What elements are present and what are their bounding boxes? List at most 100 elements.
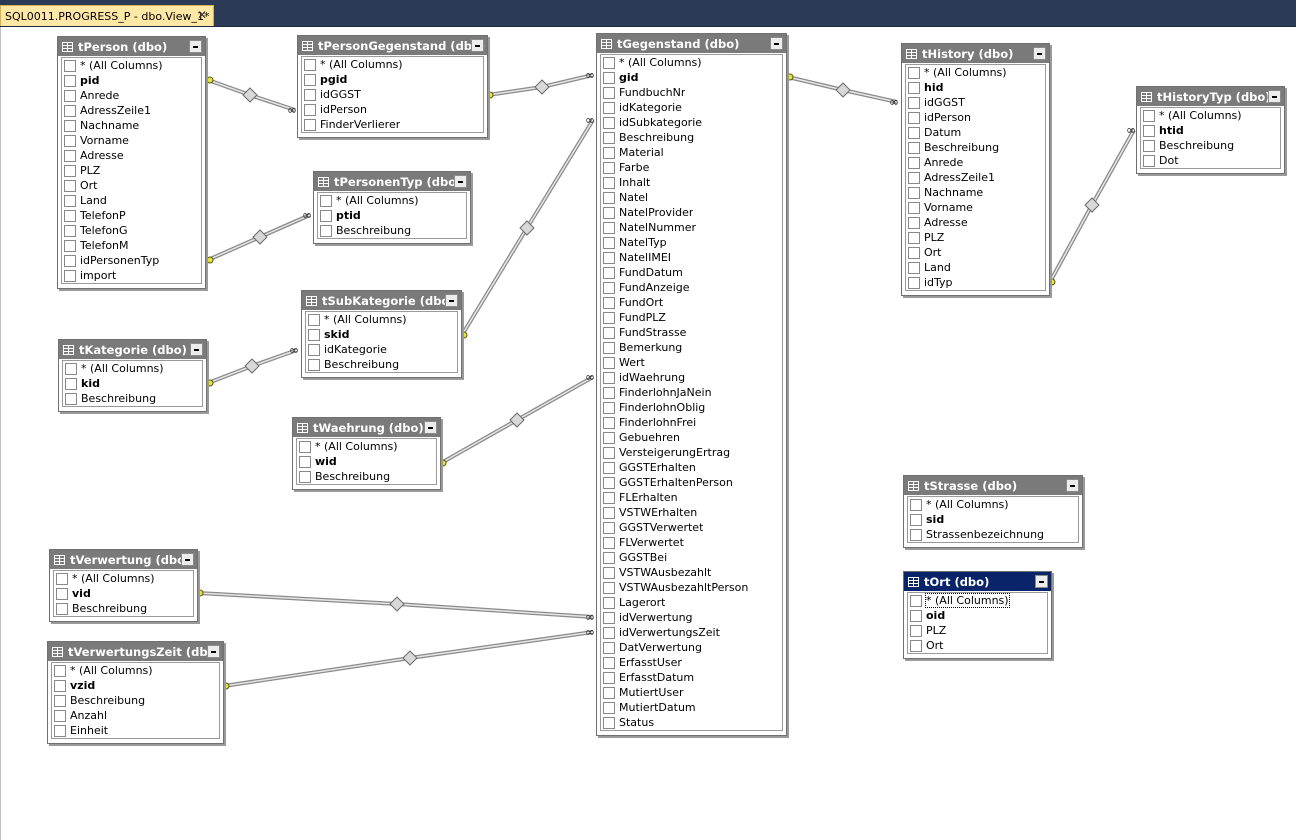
table-header[interactable]: tVerwertung (dbo)	[50, 550, 197, 569]
column-row[interactable]: Strassenbezeichnung	[908, 527, 1078, 542]
column-checkbox[interactable]	[64, 239, 76, 252]
column-checkbox[interactable]	[299, 440, 311, 453]
column-row[interactable]: hid	[906, 80, 1045, 95]
column-checkbox[interactable]	[910, 498, 922, 511]
table-header[interactable]: tPersonenTyp (dbo)	[314, 172, 470, 191]
column-row[interactable]: FinderVerlierer	[302, 117, 483, 132]
column-checkbox[interactable]	[603, 401, 615, 414]
column-checkbox[interactable]	[603, 191, 615, 204]
column-checkbox[interactable]	[320, 194, 332, 207]
column-checkbox[interactable]	[64, 149, 76, 162]
column-checkbox[interactable]	[603, 551, 615, 564]
column-checkbox[interactable]	[908, 171, 920, 184]
column-row[interactable]: GGSTErhalten	[601, 460, 782, 475]
column-row[interactable]: sid	[908, 512, 1078, 527]
column-row[interactable]: * (All Columns)	[297, 439, 436, 454]
column-checkbox[interactable]	[308, 328, 320, 341]
column-checkbox[interactable]	[64, 194, 76, 207]
column-row[interactable]: wid	[297, 454, 436, 469]
column-checkbox[interactable]	[64, 179, 76, 192]
column-checkbox[interactable]	[603, 131, 615, 144]
column-checkbox[interactable]	[65, 362, 77, 375]
column-row[interactable]: FLErhalten	[601, 490, 782, 505]
column-checkbox[interactable]	[1143, 139, 1155, 152]
column-checkbox[interactable]	[908, 141, 920, 154]
column-checkbox[interactable]	[308, 343, 320, 356]
column-row[interactable]: Nachname	[62, 118, 201, 133]
column-row[interactable]: idGGST	[906, 95, 1045, 110]
column-checkbox[interactable]	[54, 724, 66, 737]
column-checkbox[interactable]	[908, 186, 920, 199]
column-checkbox[interactable]	[603, 341, 615, 354]
column-checkbox[interactable]	[910, 624, 922, 637]
column-row[interactable]: Inhalt	[601, 175, 782, 190]
column-checkbox[interactable]	[603, 146, 615, 159]
column-checkbox[interactable]	[64, 104, 76, 117]
column-checkbox[interactable]	[603, 641, 615, 654]
column-checkbox[interactable]	[603, 311, 615, 324]
column-row[interactable]: Nachname	[906, 185, 1045, 200]
column-row[interactable]: TelefonG	[62, 223, 201, 238]
column-checkbox[interactable]	[304, 103, 316, 116]
column-checkbox[interactable]	[603, 221, 615, 234]
column-row[interactable]: TelefonP	[62, 208, 201, 223]
column-checkbox[interactable]	[603, 326, 615, 339]
column-checkbox[interactable]	[54, 694, 66, 707]
column-checkbox[interactable]	[908, 261, 920, 274]
column-row[interactable]: idSubkategorie	[601, 115, 782, 130]
column-checkbox[interactable]	[603, 56, 615, 69]
column-checkbox[interactable]	[603, 161, 615, 174]
column-checkbox[interactable]	[908, 81, 920, 94]
column-checkbox[interactable]	[603, 566, 615, 579]
column-checkbox[interactable]	[603, 701, 615, 714]
column-row[interactable]: Dot	[1141, 153, 1280, 168]
column-checkbox[interactable]	[64, 134, 76, 147]
column-row[interactable]: FundAnzeige	[601, 280, 782, 295]
column-checkbox[interactable]	[908, 96, 920, 109]
column-checkbox[interactable]	[320, 209, 332, 222]
column-row[interactable]: idWaehrung	[601, 370, 782, 385]
column-row[interactable]: Bemerkung	[601, 340, 782, 355]
column-row[interactable]: Beschreibung	[297, 469, 436, 484]
column-checkbox[interactable]	[603, 236, 615, 249]
column-checkbox[interactable]	[603, 71, 615, 84]
column-row[interactable]: idVerwertung	[601, 610, 782, 625]
column-checkbox[interactable]	[603, 416, 615, 429]
column-row[interactable]: MutiertUser	[601, 685, 782, 700]
column-row[interactable]: Beschreibung	[63, 391, 202, 406]
column-checkbox[interactable]	[603, 656, 615, 669]
minimize-icon[interactable]	[424, 421, 437, 434]
column-row[interactable]: * (All Columns)	[906, 65, 1045, 80]
table-header[interactable]: tOrt (dbo)	[904, 572, 1051, 591]
column-row[interactable]: oid	[908, 608, 1047, 623]
column-checkbox[interactable]	[603, 86, 615, 99]
column-checkbox[interactable]	[64, 59, 76, 72]
column-row[interactable]: import	[62, 268, 201, 283]
minimize-icon[interactable]	[445, 294, 458, 307]
table-tverwertungszeit[interactable]: tVerwertungsZeit (dbo)* (All Columns)vzi…	[47, 641, 224, 744]
minimize-icon[interactable]	[454, 175, 467, 188]
minimize-icon[interactable]	[770, 37, 783, 50]
column-row[interactable]: VersteigerungErtrag	[601, 445, 782, 460]
column-checkbox[interactable]	[603, 296, 615, 309]
column-row[interactable]: idPerson	[906, 110, 1045, 125]
column-row[interactable]: idVerwertungsZeit	[601, 625, 782, 640]
column-checkbox[interactable]	[64, 224, 76, 237]
table-header[interactable]: tKategorie (dbo)	[59, 340, 206, 359]
column-row[interactable]: Anrede	[62, 88, 201, 103]
column-row[interactable]: FundPLZ	[601, 310, 782, 325]
table-header[interactable]: tHistoryTyp (dbo)	[1137, 87, 1284, 106]
table-header[interactable]: tGegenstand (dbo)	[597, 34, 786, 53]
minimize-icon[interactable]	[1033, 47, 1046, 60]
table-header[interactable]: tPersonGegenstand (dbo)	[298, 36, 487, 55]
column-checkbox[interactable]	[603, 581, 615, 594]
column-checkbox[interactable]	[64, 89, 76, 102]
table-tpersongegenstand[interactable]: tPersonGegenstand (dbo)* (All Columns)pg…	[297, 35, 488, 138]
column-checkbox[interactable]	[908, 246, 920, 259]
